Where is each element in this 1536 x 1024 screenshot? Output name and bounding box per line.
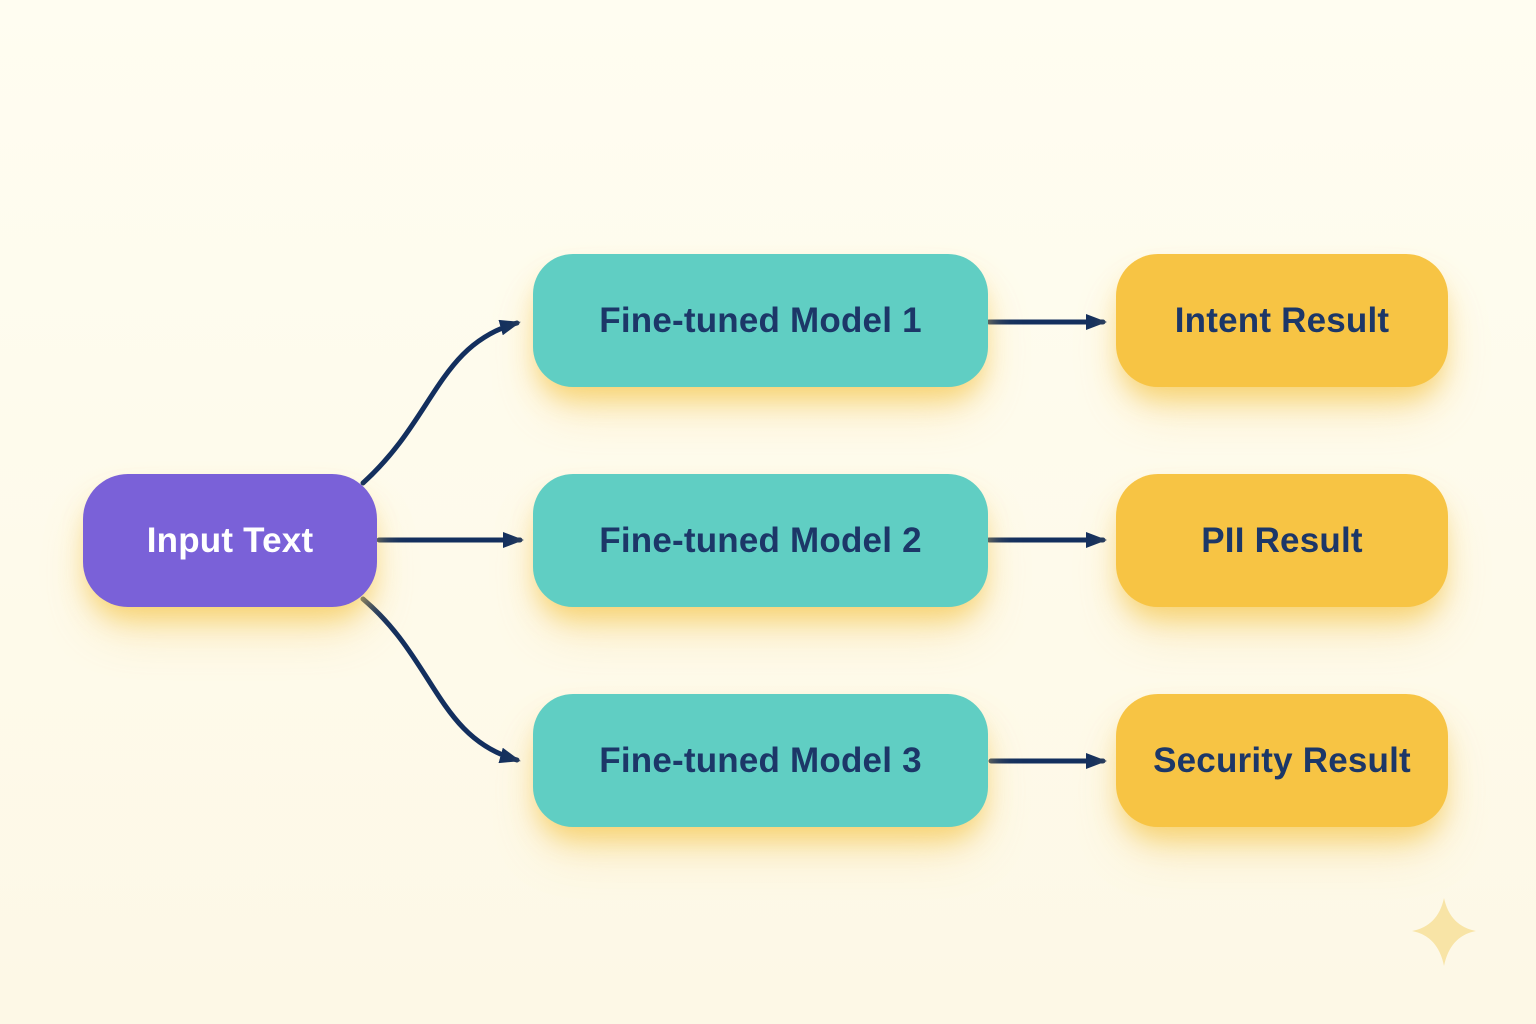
node-pii-result: PII Result xyxy=(1116,474,1448,607)
node-input-text: Input Text xyxy=(83,474,377,607)
node-input-text-label: Input Text xyxy=(146,520,314,560)
edge-input-to-model1 xyxy=(360,319,521,486)
node-fine-tuned-model-3: Fine-tuned Model 3 xyxy=(533,694,988,827)
sparkle-icon xyxy=(1412,898,1476,966)
edge-input-to-model3 xyxy=(360,596,521,764)
node-intent-result-label: Intent Result xyxy=(1174,300,1390,340)
node-security-result: Security Result xyxy=(1116,694,1448,827)
node-fine-tuned-model-3-label: Fine-tuned Model 3 xyxy=(599,740,922,780)
node-fine-tuned-model-2-label: Fine-tuned Model 2 xyxy=(599,520,922,560)
node-intent-result: Intent Result xyxy=(1116,254,1448,387)
node-fine-tuned-model-2: Fine-tuned Model 2 xyxy=(533,474,988,607)
node-security-result-label: Security Result xyxy=(1153,740,1411,780)
node-fine-tuned-model-1-label: Fine-tuned Model 1 xyxy=(599,300,922,340)
node-pii-result-label: PII Result xyxy=(1201,520,1363,560)
node-fine-tuned-model-1: Fine-tuned Model 1 xyxy=(533,254,988,387)
